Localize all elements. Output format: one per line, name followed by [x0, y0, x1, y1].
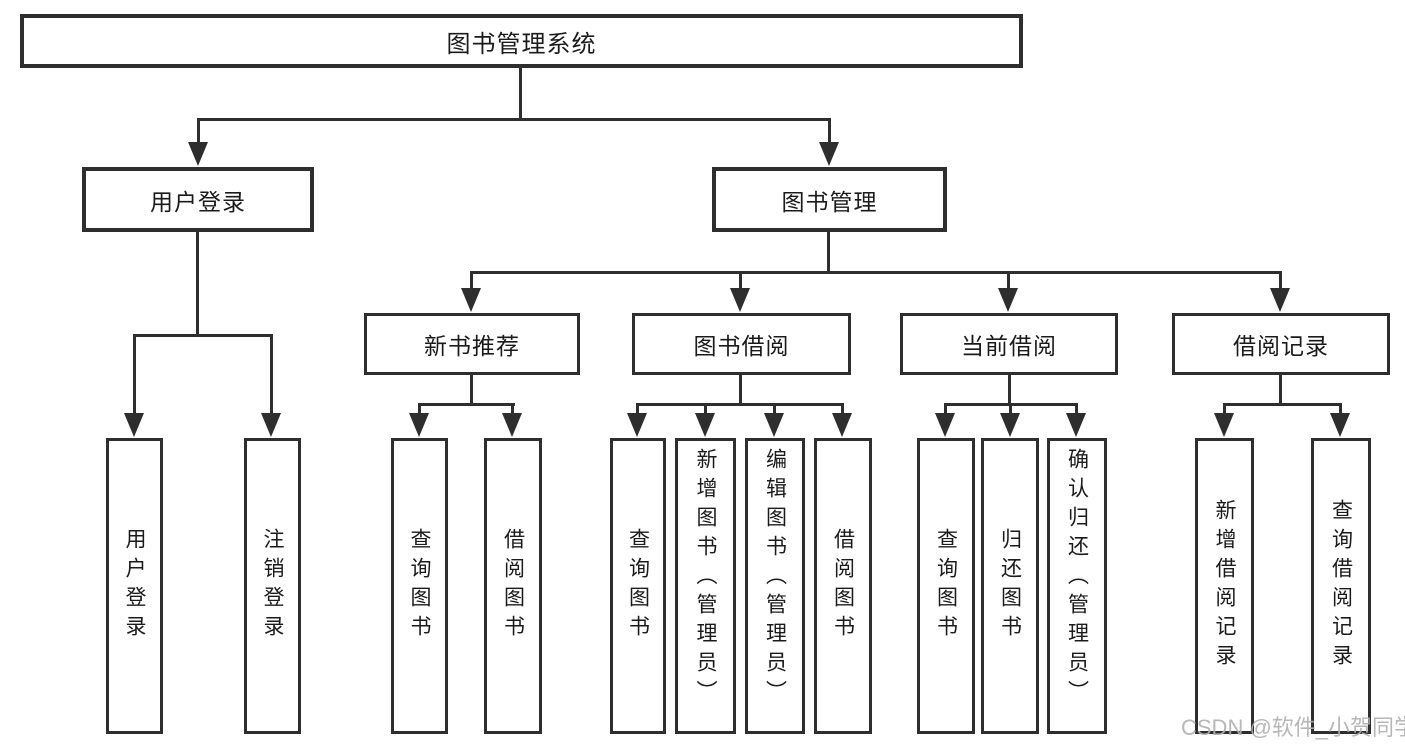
arrowhead-icon [998, 288, 1018, 312]
leaf-bb-edit-books-label: 编辑图书（管理员） [763, 448, 787, 709]
leaf-br-query-record-label: 查询借阅记录 [1329, 499, 1353, 673]
leaf-bb-add-books-label: 新增图书（管理员） [694, 448, 717, 709]
node-current-borrow-label: 当前借阅 [961, 333, 1057, 359]
node-new-book-recommend-label: 新书推荐 [424, 333, 520, 359]
node-current-borrow: 当前借阅 [900, 313, 1118, 375]
arrowhead-icon [832, 413, 852, 437]
connector-line [1008, 373, 1011, 406]
node-root: 图书管理系统 [20, 14, 1023, 68]
arrowhead-icon [188, 142, 208, 166]
leaf-user-login-label: 用户登录 [123, 528, 146, 644]
node-user-login-label: 用户登录 [150, 188, 246, 215]
arrowhead-icon [261, 413, 281, 437]
connector-line [1223, 403, 1342, 406]
leaf-cb-confirm-return-label: 确认归还（管理员） [1065, 448, 1089, 709]
leaf-cb-return-books-label: 归还图书 [998, 528, 1022, 644]
arrowhead-icon [502, 413, 522, 437]
arrowhead-icon [124, 413, 144, 437]
leaf-bb-borrow-books: 借阅图书 [814, 438, 872, 734]
arrowhead-icon [695, 413, 715, 437]
connector-line [196, 230, 199, 336]
leaf-logout: 注销登录 [244, 438, 301, 734]
connector-line [511, 403, 514, 419]
connector-line [470, 271, 1281, 274]
leaf-logout-label: 注销登录 [261, 528, 284, 644]
leaf-nbr-query-books: 查询图书 [391, 438, 448, 734]
connector-line [828, 118, 831, 148]
watermark: CSDN @软件_小贺同学 [1181, 715, 1405, 740]
arrowhead-icon [627, 413, 647, 437]
leaf-nbr-borrow-books: 借阅图书 [484, 438, 542, 734]
leaf-cb-confirm-return: 确认归还（管理员） [1047, 438, 1107, 734]
leaf-nbr-query-books-label: 查询图书 [408, 528, 431, 644]
connector-line [841, 403, 844, 419]
arrowhead-icon [1330, 413, 1350, 437]
connector-line [1223, 403, 1226, 419]
leaf-user-login: 用户登录 [106, 438, 163, 734]
arrowhead-icon [1066, 413, 1086, 437]
leaf-cb-return-books: 归还图书 [981, 438, 1039, 734]
leaf-bb-query-books: 查询图书 [610, 438, 666, 734]
connector-line [470, 373, 473, 406]
leaf-bb-borrow-books-label: 借阅图书 [831, 528, 855, 644]
connector-line [1007, 271, 1010, 295]
connector-line [519, 66, 522, 121]
leaf-nbr-borrow-books-label: 借阅图书 [501, 528, 525, 644]
arrowhead-icon [1270, 288, 1290, 312]
node-book-management: 图书管理 [712, 167, 947, 232]
connector-line [197, 118, 200, 148]
connector-line [1009, 403, 1012, 419]
leaf-br-query-record: 查询借阅记录 [1311, 438, 1371, 734]
connector-line [1279, 373, 1282, 406]
connector-line [1075, 403, 1078, 419]
connector-line [1279, 271, 1282, 295]
connector-line [1339, 403, 1342, 419]
node-new-book-recommend: 新书推荐 [364, 313, 580, 375]
node-book-borrow-label: 图书借阅 [693, 333, 790, 359]
leaf-br-add-record-label: 新增借阅记录 [1213, 499, 1236, 673]
arrowhead-icon [764, 413, 784, 437]
arrowhead-icon [1214, 413, 1234, 437]
connector-line [773, 403, 776, 419]
leaf-br-add-record: 新增借阅记录 [1195, 438, 1254, 734]
node-borrow-records: 借阅记录 [1172, 313, 1390, 375]
connector-line [418, 403, 515, 406]
connector-line [470, 271, 473, 295]
arrowhead-icon [409, 413, 429, 437]
arrowhead-icon [819, 142, 839, 166]
node-root-label: 图书管理系统 [446, 30, 597, 58]
connector-line [739, 271, 742, 295]
node-user-login: 用户登录 [82, 167, 314, 232]
node-book-borrow: 图书借阅 [632, 313, 851, 375]
node-borrow-records-label: 借阅记录 [1233, 333, 1329, 359]
leaf-bb-query-books-label: 查询图书 [626, 528, 650, 644]
connector-line [197, 118, 831, 121]
connector-line [133, 334, 136, 416]
leaf-bb-add-books: 新增图书（管理员） [675, 438, 736, 734]
connector-line [944, 403, 947, 419]
connector-line [827, 230, 830, 273]
arrowhead-icon [935, 413, 955, 437]
connector-line [704, 403, 707, 419]
connector-line [636, 403, 844, 406]
connector-line [133, 334, 273, 337]
arrowhead-icon [461, 288, 481, 312]
connector-line [418, 403, 421, 419]
connector-line [739, 373, 742, 406]
connector-line [636, 403, 639, 419]
leaf-bb-edit-books: 编辑图书（管理员） [745, 438, 805, 734]
leaf-cb-query-books: 查询图书 [917, 438, 975, 734]
connector-line [270, 334, 273, 416]
arrowhead-icon [1000, 413, 1020, 437]
node-book-management-label: 图书管理 [781, 188, 878, 215]
leaf-cb-query-books-label: 查询图书 [934, 528, 958, 644]
arrowhead-icon [730, 288, 750, 312]
